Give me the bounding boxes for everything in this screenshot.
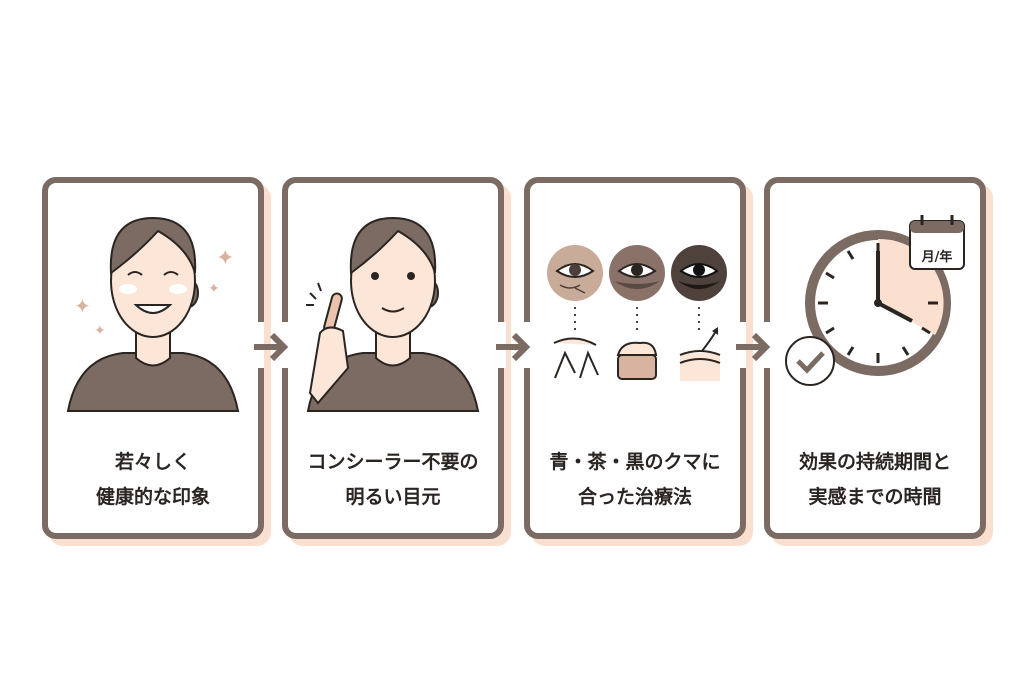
cream-jar-icon [616,341,658,380]
svg-text:✦: ✦ [74,294,91,318]
svg-text:✦: ✦ [208,281,220,297]
skin-lift-icon [679,327,721,381]
woman-concealer-icon [306,216,480,412]
arrow-right-icon [736,332,771,362]
step-caption: コンシーラー不要の 明るい目元 [288,445,498,515]
svg-text:✦: ✦ [94,323,106,339]
blue-circle-eye-icon [547,245,603,301]
caption-line-1: コンシーラー不要の [307,451,479,473]
caption-line-1: 若々しく [114,451,191,473]
svg-text:✦: ✦ [216,246,234,271]
caption-line-2: 明るい目元 [345,486,441,508]
clock-icon: 月/年 [785,215,965,386]
calendar-label: 月/年 [921,249,953,265]
caption-line-1: 青・茶・黒のクマに [549,451,721,473]
step-card-3: 青・茶・黒のクマに 合った治療法 [524,177,746,539]
hands-massage-icon [553,337,599,379]
caption-line-1: 効果の持続期間と [798,451,951,473]
step-card-4: 月/年 効果の持続期間と 実感までの時間 [764,177,986,539]
step-caption: 効果の持続期間と 実感までの時間 [770,445,980,515]
black-circle-eye-icon [671,245,727,301]
dark-circle-treatments-icon [547,245,727,381]
arrow-right-icon [254,332,289,362]
arrow-right-icon [496,332,531,362]
smiling-woman-icon: ✦ ✦ ✦ ✦ [66,216,240,412]
step-card-1: ✦ ✦ ✦ ✦ 若々しく 健康的な印象 [42,177,264,539]
step-caption: 若々しく 健康的な印象 [48,445,258,515]
caption-line-2: 実感までの時間 [808,486,942,508]
checkmark-icon [785,336,835,386]
caption-line-2: 健康的な印象 [95,486,210,508]
step-caption: 青・茶・黒のクマに 合った治療法 [530,445,740,515]
calendar-icon: 月/年 [909,215,965,270]
brown-circle-eye-icon [609,245,665,301]
caption-line-2: 合った治療法 [577,486,692,508]
step-card-2: コンシーラー不要の 明るい目元 [282,177,504,539]
